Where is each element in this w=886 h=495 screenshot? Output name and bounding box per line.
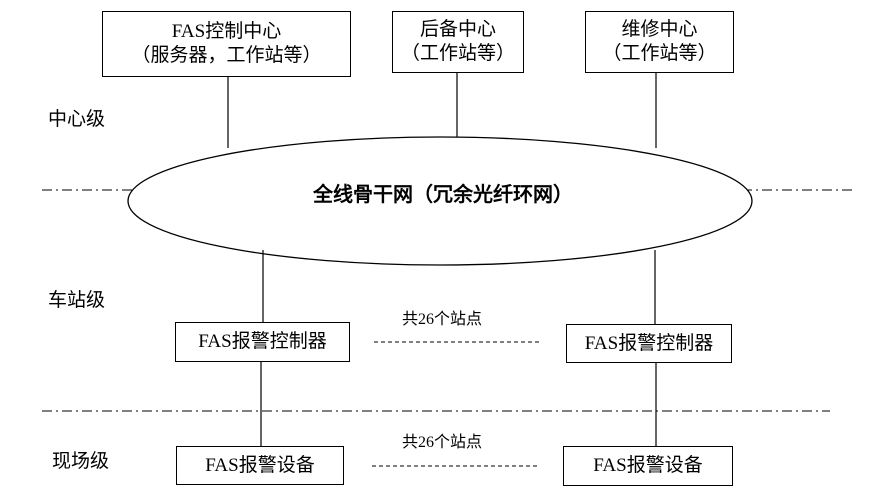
level-label-station: 车站级 [48,290,106,311]
field-device-left: FAS报警设备 [176,446,344,485]
station-controller-right-label: FAS报警控制器 [584,332,714,354]
maintenance-center-box: 维修中心 （工作站等） [585,11,734,73]
maintenance-center-title: 维修中心 [621,19,698,40]
backup-center-box: 后备中心 （工作站等） [392,11,524,73]
backbone-label: 全线骨干网（冗余光纤环网） [313,184,573,206]
maintenance-center-subtitle: （工作站等） [602,43,717,64]
station-controller-left: FAS报警控制器 [175,322,350,362]
level-label-field: 现场级 [52,451,110,472]
field-device-right-label: FAS报警设备 [593,455,703,476]
fas-control-center-title: FAS控制中心 [171,21,282,42]
fas-control-center-subtitle: （服务器，工作站等） [131,45,322,66]
field-device-right: FAS报警设备 [563,446,733,486]
fas-control-center-box: FAS控制中心 （服务器，工作站等） [102,11,351,77]
station-count-label: 共26个站点 [402,311,483,328]
backup-center-title: 后备中心 [419,19,496,40]
station-controller-right: FAS报警控制器 [566,324,732,363]
station-controller-left-label: FAS报警控制器 [198,331,327,352]
field-device-left-label: FAS报警设备 [205,454,315,476]
field-count-label: 共26个站点 [402,434,483,451]
backup-center-subtitle: （工作站等） [400,43,515,64]
backbone-ellipse [127,136,753,266]
level-label-center: 中心级 [48,109,106,130]
